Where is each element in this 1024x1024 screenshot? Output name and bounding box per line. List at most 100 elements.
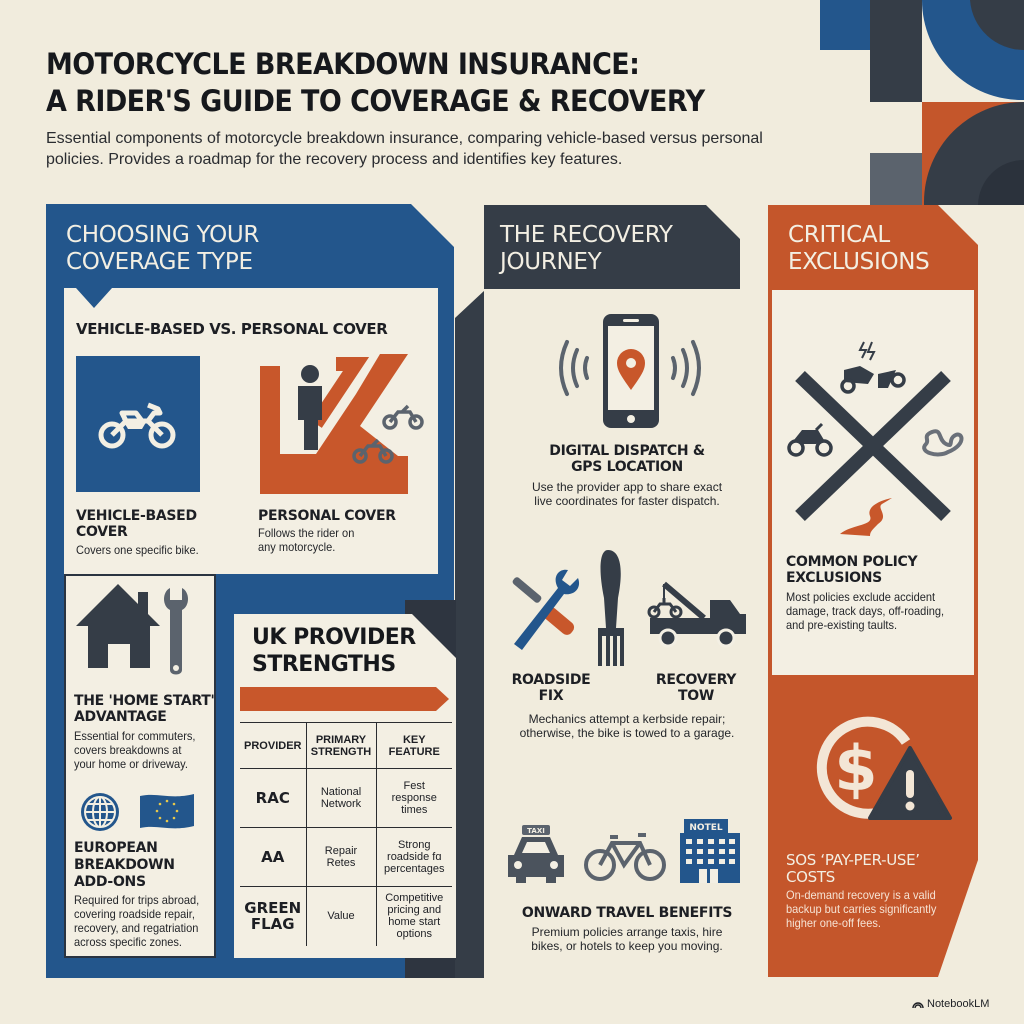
- title-line: THE 'HOME START': [74, 693, 215, 709]
- hotel-icon: NOTEL: [680, 819, 740, 883]
- home-start-text: Essential for commuters, covers breakdow…: [74, 729, 212, 771]
- strength-cell: Repair Retes: [306, 827, 377, 887]
- roadside-fix-title: ROADSIDE FIX: [496, 672, 606, 704]
- home-start-title: THE 'HOME START' ADVANTAGE: [74, 693, 224, 725]
- cell-line: times: [401, 804, 428, 816]
- strength-cell: National Network: [306, 768, 377, 828]
- text-line: Premium policies arrange taxis, hire: [531, 925, 723, 939]
- cell-line: home start: [388, 916, 441, 929]
- cell-line: Retes: [326, 857, 356, 869]
- provider-cell: RAC: [240, 768, 307, 828]
- fix-tow-icons: [500, 548, 760, 668]
- feature-cell: Fest response times: [376, 768, 452, 828]
- text-line: otherwise, the bike is towed to a garage…: [519, 726, 735, 740]
- brand-name: NotebookLM: [927, 998, 990, 1010]
- strength-cell: Value: [306, 886, 377, 946]
- title-line: BREAKDOWN: [74, 857, 175, 873]
- cell-line: National: [320, 786, 362, 798]
- exclusions-cross-icon: [778, 340, 970, 540]
- sos-title: SOS ‘PAY-PER-USE’ COSTS: [786, 852, 966, 886]
- text-line: your home or driveway.: [74, 757, 188, 771]
- personal-cover-title: PERSONAL COVER: [258, 508, 396, 524]
- cell-line: options: [396, 928, 432, 941]
- exclusions-heading: CRITICAL EXCLUSIONS: [788, 222, 930, 276]
- comparison-title: VEHICLE-BASED VS. PERSONAL COVER: [76, 320, 388, 338]
- text-line: covers breakdowns at: [74, 743, 182, 757]
- text-line: bikes, or hotels to keep you moving.: [531, 939, 723, 953]
- house-wrench-icon: [72, 580, 202, 680]
- title-line-1: MOTORCYCLE BREAKDOWN INSURANCE:: [46, 47, 640, 81]
- column-header-provider: PROVIDER: [240, 722, 307, 769]
- heading-line: STRENGTHS: [252, 652, 396, 677]
- vehicle-based-tile: [76, 356, 200, 492]
- text-line: recovery, and regatriation: [74, 921, 199, 935]
- page-title: MOTORCYCLE BREAKDOWN INSURANCE: A RIDER'…: [46, 46, 790, 120]
- providers-table: PROVIDER PRIMARY STRENGTH KEY FEATURE RA…: [240, 722, 452, 946]
- heading-line: COVERAGE TYPE: [66, 249, 253, 275]
- onward-travel-icons: TAXI NOTEL: [500, 815, 760, 885]
- header-line: KEY: [402, 733, 426, 746]
- table-row: RAC National Network Fest response times: [240, 768, 452, 828]
- text-line: Mechanics attempt a kerbside repair;: [528, 712, 726, 726]
- european-text: Required for trips abroad, covering road…: [74, 893, 218, 949]
- cell-line: Competitive: [385, 892, 444, 905]
- cell-line: Fest: [403, 780, 425, 792]
- heading-line: CHOOSING YOUR: [66, 222, 260, 248]
- fix-tow-text: Mechanics attempt a kerbside repair; oth…: [484, 712, 770, 740]
- tools-icon: [512, 569, 580, 650]
- title-line: COVER: [76, 524, 128, 540]
- sos-text: On-demand recovery is a valid backup but…: [786, 888, 957, 930]
- tow-truck-icon: [647, 581, 746, 648]
- cell-line: response: [391, 792, 437, 804]
- text-line: Essential for commuters,: [74, 729, 196, 743]
- table-row: GREEN FLAG Value Competitive pricing and…: [240, 886, 452, 946]
- phone-gps-icon: [545, 312, 715, 432]
- dispatch-title: DIGITAL DISPATCH & GPS LOCATION: [484, 443, 770, 475]
- recovery-tow-title: RECOVERY TOW: [646, 672, 746, 704]
- text-line: On-demand recovery is a valid: [786, 888, 936, 902]
- svg-text:TAXI: TAXI: [527, 827, 545, 835]
- text-line: damage, track days, off-roading,: [786, 604, 945, 618]
- vehicle-based-title: VEHICLE-BASED COVER: [76, 508, 206, 540]
- heading-line: UK PROVIDER: [252, 625, 416, 650]
- header-line: STRENGTH: [310, 745, 372, 758]
- title-line: EUROPEAN: [74, 840, 158, 856]
- cell-line: roadside fɑ: [387, 851, 442, 863]
- european-title: EUROPEAN BREAKDOWN ADD-ONS: [74, 840, 224, 891]
- title-line: TOW: [678, 688, 714, 704]
- title-line: COMMON POLICY: [786, 554, 918, 570]
- vehicle-based-text: Covers one specific bike.: [76, 543, 199, 557]
- dollar-warning-icon: $: [798, 708, 958, 828]
- eu-flag-icon: [140, 794, 194, 829]
- title-line: VEHICLE-BASED: [76, 508, 197, 524]
- text-line: Required for trips abroad,: [74, 893, 200, 907]
- column-header-strength: PRIMARY STRENGTH: [306, 722, 377, 769]
- text-line: Most policies exclude accident: [786, 590, 936, 604]
- heading-line: THE RECOVERY: [500, 222, 673, 248]
- title-line: ADVANTAGE: [74, 709, 167, 725]
- coverage-heading: CHOOSING YOUR COVERAGE TYPE: [66, 222, 259, 276]
- text-line: and pre-existing taults.: [786, 618, 898, 632]
- arrow-banner: [240, 687, 449, 711]
- providers-heading: UK PROVIDER STRENGTHS: [252, 624, 416, 678]
- provider-cell: AA: [240, 827, 307, 887]
- table-row: AA Repair Retes Strong roadside fɑ perce…: [240, 827, 452, 887]
- fork-icon: [598, 550, 624, 666]
- rider-multi-bike-icon: [256, 354, 432, 494]
- table-header-row: PROVIDER PRIMARY STRENGTH KEY FEATURE: [240, 722, 452, 769]
- taxi-icon: TAXI: [508, 825, 564, 883]
- cell-line: Network: [320, 798, 362, 810]
- heading-line: JOURNEY: [500, 249, 602, 275]
- recovery-header-bar: [484, 205, 740, 289]
- title-line: DIGITAL DISPATCH &: [549, 443, 705, 459]
- provider-cell: GREEN FLAG: [240, 886, 307, 946]
- panel-divider: [455, 290, 485, 978]
- text-line: higher one-off fees.: [786, 916, 881, 930]
- page-subtitle: Essential components of motorcycle break…: [46, 130, 763, 168]
- title-line-2: A RIDER'S GUIDE TO COVERAGE & RECOVERY: [46, 84, 705, 118]
- column-header-feature: KEY FEATURE: [376, 722, 452, 769]
- title-line: RECOVERY: [655, 672, 737, 688]
- bicycle-icon: [584, 833, 666, 881]
- notebooklm-logo-icon: [912, 1002, 924, 1009]
- title-line: ADD-ONS: [74, 874, 146, 890]
